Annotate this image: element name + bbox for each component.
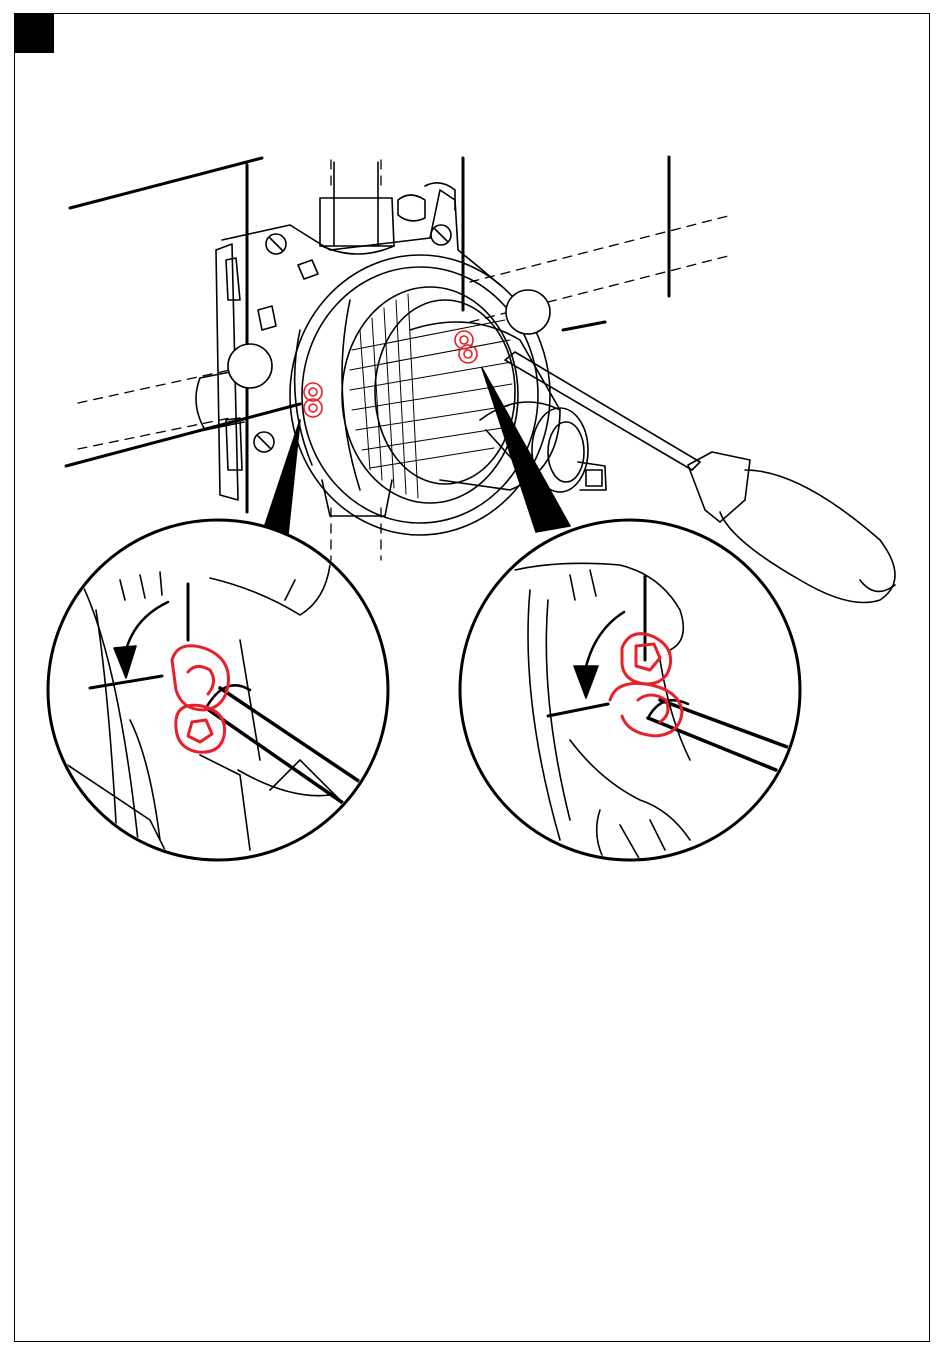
clip-marker-right (455, 331, 477, 363)
cartridge (410, 322, 606, 492)
detail-left (48, 520, 388, 860)
leader-line-bottom-left (66, 404, 300, 466)
left-plug (228, 344, 272, 388)
clip-marker-left (304, 383, 322, 417)
right-plug (506, 290, 550, 334)
callout-wedge-right (482, 368, 570, 532)
callout-wedge-left (264, 420, 300, 534)
leader-line-top-left (70, 158, 262, 208)
detail-right (460, 520, 800, 870)
leader-line-right (563, 322, 605, 330)
